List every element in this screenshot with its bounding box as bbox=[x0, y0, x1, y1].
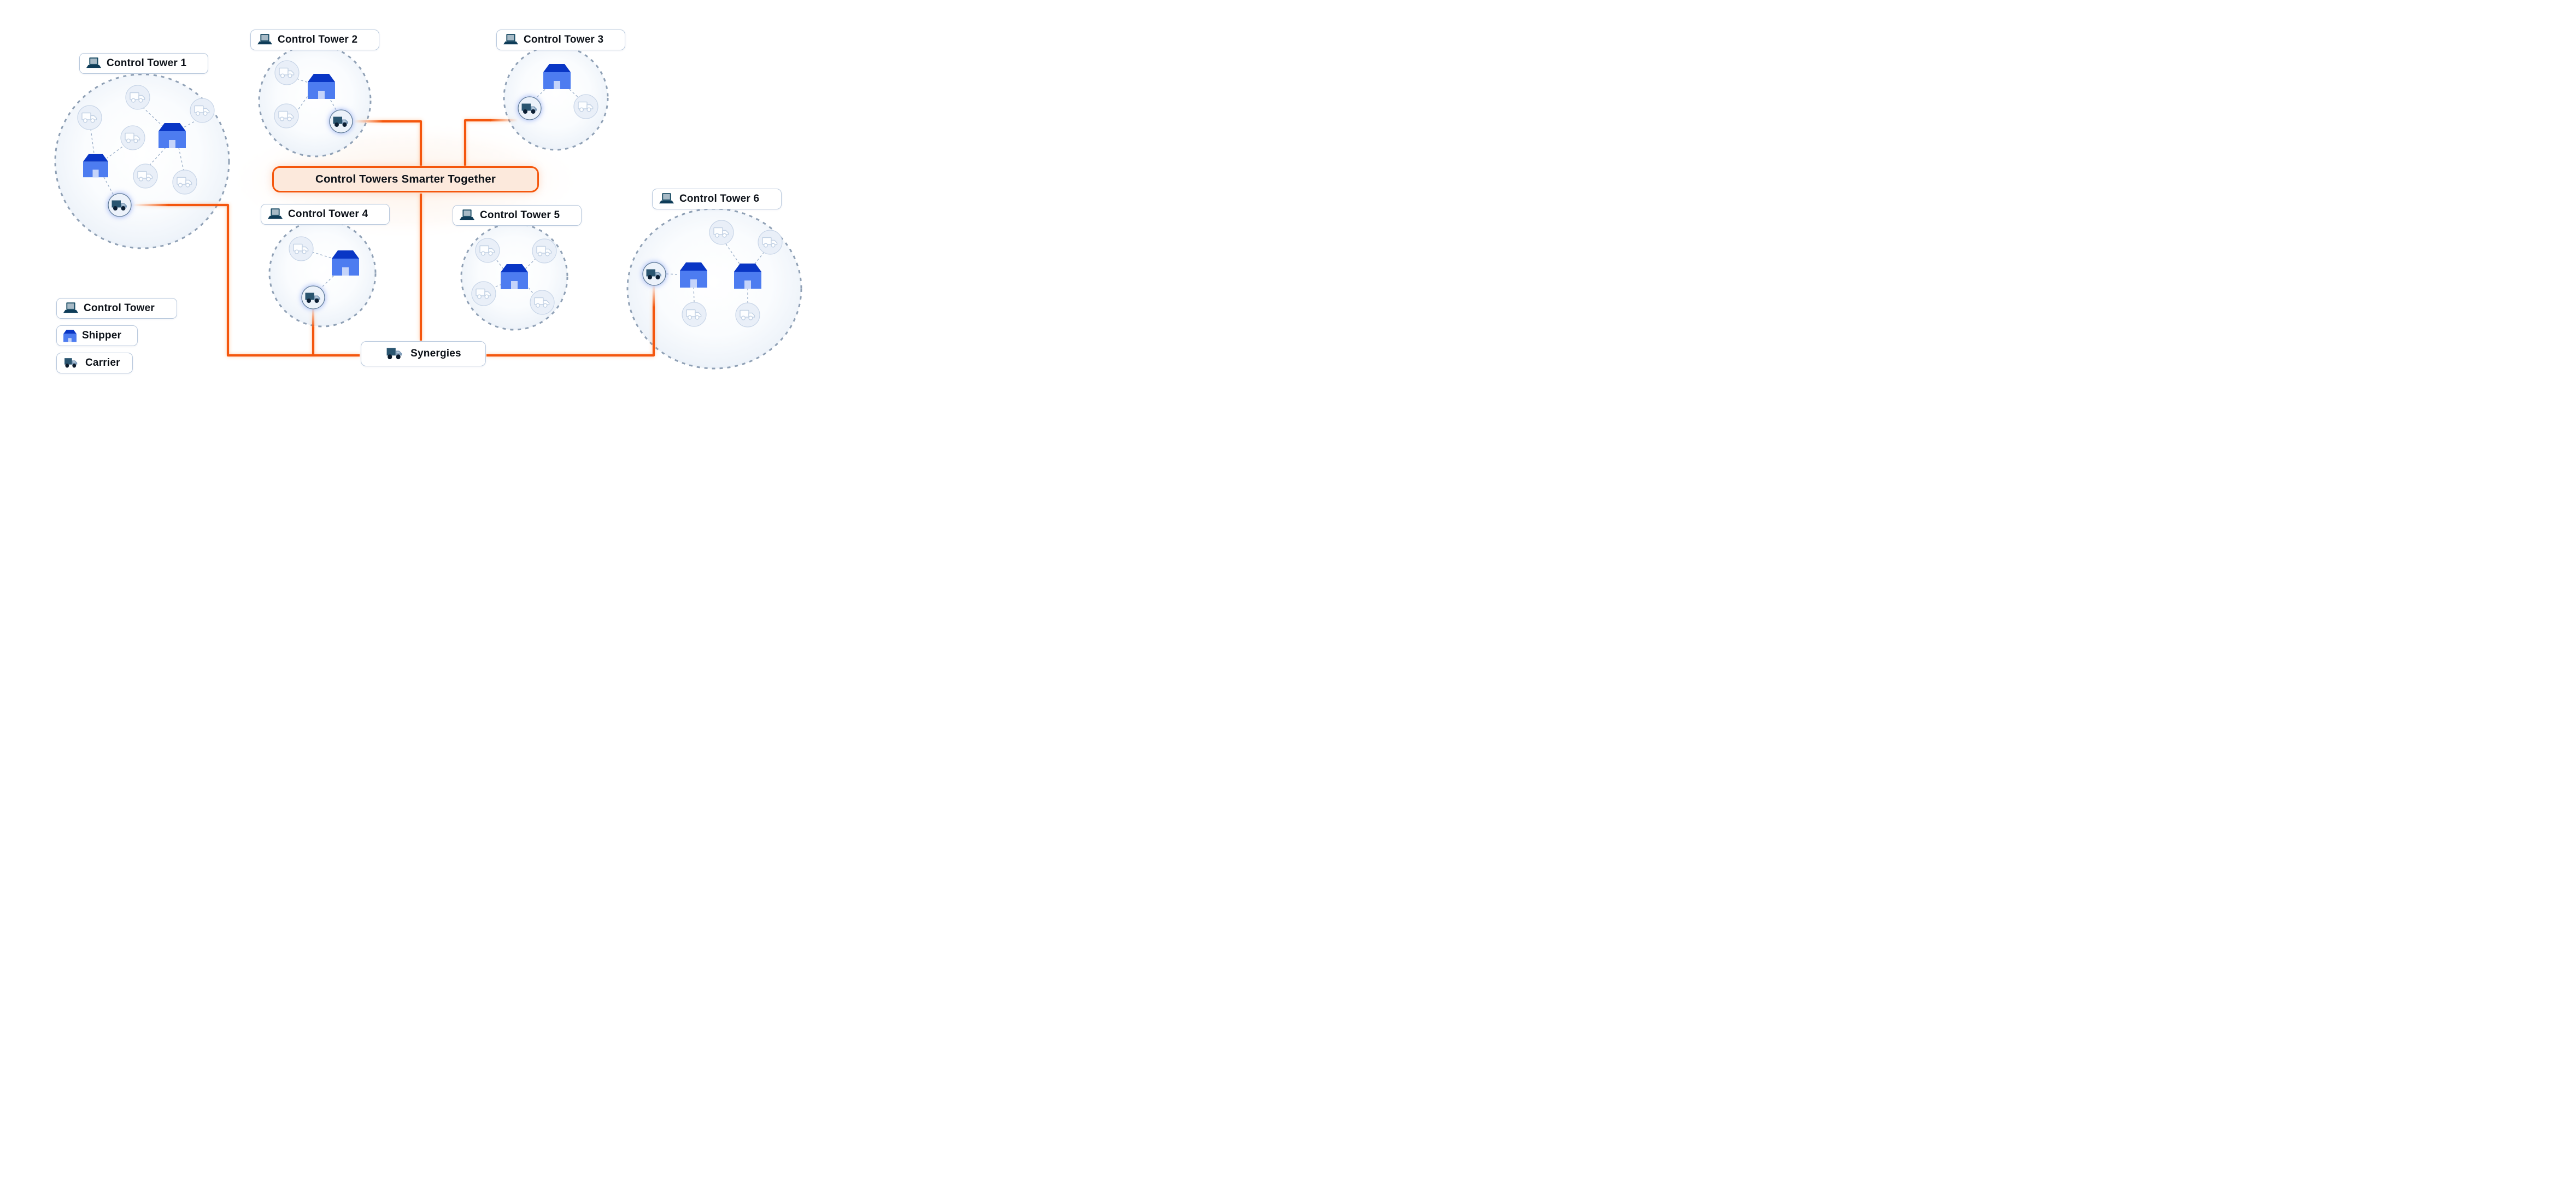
tower-label-control-tower-4[interactable]: Control Tower 4 bbox=[261, 204, 390, 225]
warehouse-icon bbox=[734, 264, 761, 289]
faded-truck-icon bbox=[735, 302, 760, 328]
tower-label-control-tower-1[interactable]: Control Tower 1 bbox=[79, 53, 208, 74]
legend-label: Shipper bbox=[82, 330, 122, 341]
tower-label-text: Control Tower 1 bbox=[107, 57, 187, 69]
central-banner: Control Towers Smarter Together bbox=[272, 166, 539, 192]
warehouse-icon bbox=[501, 264, 528, 289]
legend-label: Carrier bbox=[85, 357, 120, 369]
faded-truck-icon bbox=[289, 236, 314, 261]
tower-label-text: Control Tower 4 bbox=[288, 208, 368, 220]
faded-truck-icon bbox=[274, 103, 299, 128]
diagram-stage: Control Tower 1 Control Tower 2 Control … bbox=[0, 0, 857, 397]
truck-icon bbox=[64, 358, 78, 368]
carrier-truck-icon bbox=[302, 286, 325, 309]
legend-label: Control Tower bbox=[84, 302, 155, 314]
faded-truck-icon bbox=[77, 105, 102, 130]
faded-truck-icon bbox=[530, 290, 555, 315]
laptop-icon bbox=[86, 57, 101, 68]
warehouse-icon bbox=[63, 329, 77, 342]
faded-truck-icon bbox=[120, 125, 145, 150]
synergy-connectors bbox=[132, 119, 655, 357]
faded-truck-icon bbox=[190, 98, 215, 123]
faded-truck-icon bbox=[573, 94, 598, 119]
carrier-truck-icon bbox=[108, 194, 131, 217]
warehouse-icon bbox=[159, 123, 186, 148]
ct4-boundary-circle bbox=[268, 219, 377, 328]
legend-item-carrier: Carrier bbox=[56, 353, 133, 373]
tower-label-text: Control Tower 6 bbox=[679, 193, 760, 204]
laptop-icon bbox=[63, 302, 78, 313]
warehouse-icon bbox=[332, 250, 359, 276]
faded-truck-icon bbox=[758, 230, 783, 255]
ct3-boundary-circle bbox=[503, 45, 609, 151]
faded-truck-icon bbox=[532, 238, 557, 264]
warehouse-icon bbox=[543, 64, 571, 89]
ct2-boundary-circle bbox=[258, 44, 372, 157]
faded-truck-icon bbox=[471, 281, 496, 306]
laptop-icon bbox=[257, 34, 272, 45]
legend-item-control-tower: Control Tower bbox=[56, 298, 177, 319]
ct6-connector bbox=[486, 307, 655, 357]
ct3-connector bbox=[463, 119, 491, 166]
carrier-truck-icon bbox=[330, 110, 353, 133]
faded-truck-icon bbox=[172, 169, 197, 195]
faded-truck-icon bbox=[709, 220, 734, 245]
warehouse-icon bbox=[308, 74, 335, 99]
carrier-truck-icon bbox=[518, 97, 541, 120]
faded-truck-icon bbox=[682, 302, 707, 327]
tower-label-text: Control Tower 2 bbox=[278, 34, 358, 45]
faded-truck-icon bbox=[274, 60, 300, 85]
synergies-node[interactable]: Synergies bbox=[361, 341, 486, 366]
laptop-icon bbox=[503, 34, 518, 45]
tower-label-control-tower-6[interactable]: Control Tower 6 bbox=[652, 189, 782, 209]
faded-truck-icon bbox=[475, 238, 500, 263]
tower-label-control-tower-2[interactable]: Control Tower 2 bbox=[250, 30, 379, 50]
warehouse-icon bbox=[680, 262, 707, 288]
laptop-icon bbox=[659, 193, 674, 204]
tower-label-control-tower-5[interactable]: Control Tower 5 bbox=[453, 205, 582, 226]
tower-label-text: Control Tower 5 bbox=[480, 209, 560, 221]
faded-truck-icon bbox=[125, 85, 150, 110]
laptop-icon bbox=[460, 209, 474, 220]
ct1-connector bbox=[168, 203, 360, 357]
faded-truck-icon bbox=[133, 163, 158, 189]
warehouse-icon bbox=[83, 154, 108, 178]
legend-item-shipper: Shipper bbox=[56, 325, 138, 346]
truck-icon bbox=[386, 348, 402, 360]
laptop-icon bbox=[268, 208, 283, 219]
central-banner-title: Control Towers Smarter Together bbox=[315, 173, 496, 185]
ct2-connector bbox=[383, 120, 423, 166]
internal-links bbox=[90, 78, 765, 303]
synergies-label: Synergies bbox=[410, 348, 461, 359]
tower-label-text: Control Tower 3 bbox=[524, 34, 604, 45]
tower-label-control-tower-3[interactable]: Control Tower 3 bbox=[496, 30, 625, 50]
carrier-truck-icon bbox=[643, 262, 666, 285]
